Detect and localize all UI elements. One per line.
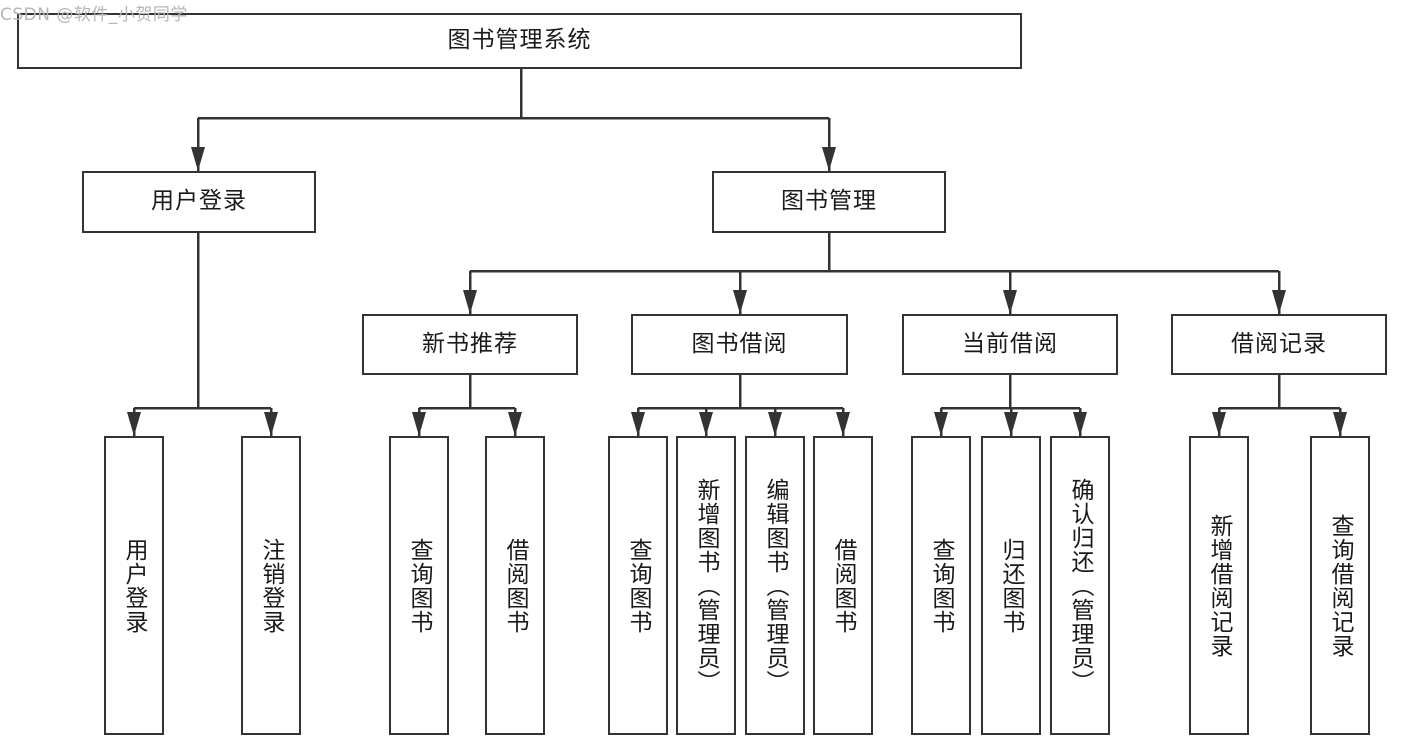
node-l2_2: 当前借阅: [902, 314, 1118, 375]
node-label: 借阅记录: [1231, 330, 1327, 357]
node-leaf_c1: 新增图书（管理员）: [676, 436, 736, 735]
csdn-watermark: CSDN @软件_小贺同学: [0, 5, 188, 25]
node-label: 查询图书: [928, 537, 955, 634]
node-l2_1: 图书借阅: [631, 314, 848, 375]
node-label: 编辑图书（管理员）: [762, 477, 789, 694]
connector-books-to-level2: [463, 233, 1286, 314]
node-leaf_a1: 注销登录: [241, 436, 301, 735]
node-leaf_d1: 归还图书: [981, 436, 1041, 735]
node-leaf_a0: 用户登录: [104, 436, 164, 735]
node-label: 新增图书（管理员）: [693, 477, 720, 694]
node-root: 图书管理系统: [17, 13, 1022, 69]
node-label: 借阅图书: [502, 537, 529, 634]
node-label: 新增借阅记录: [1206, 513, 1233, 658]
node-label: 图书管理系统: [447, 27, 592, 54]
node-leaf_d2: 确认归还（管理员）: [1050, 436, 1110, 735]
node-leaf_b1: 借阅图书: [485, 436, 545, 735]
node-label: 查询图书: [625, 537, 652, 634]
node-leaf_c2: 编辑图书（管理员）: [745, 436, 805, 735]
node-leaf_e0: 新增借阅记录: [1189, 436, 1249, 735]
node-label: 查询借阅记录: [1327, 513, 1354, 658]
node-label: 借阅图书: [830, 537, 857, 634]
node-label: 图书管理: [781, 188, 877, 215]
node-label: 用户登录: [151, 188, 247, 215]
connector-root-to-level1: [191, 69, 836, 171]
node-leaf_c0: 查询图书: [608, 436, 668, 735]
connector-newbooks-to-leaves: [412, 375, 522, 436]
connector-login-to-leaves: [127, 233, 278, 436]
node-label: 当前借阅: [962, 330, 1058, 357]
node-leaf_b0: 查询图书: [389, 436, 449, 735]
connector-borrow-to-leaves: [631, 375, 850, 436]
node-leaf_d0: 查询图书: [911, 436, 971, 735]
node-label: 新书推荐: [422, 330, 518, 357]
node-l2_3: 借阅记录: [1171, 314, 1387, 375]
node-label: 用户登录: [121, 537, 148, 634]
node-label: 图书借阅: [691, 330, 788, 357]
node-label: 查询图书: [406, 537, 433, 634]
node-l2_0: 新书推荐: [362, 314, 578, 375]
connector-current-to-leaves: [934, 375, 1087, 436]
node-label: 归还图书: [998, 537, 1025, 634]
node-l1_0: 用户登录: [82, 171, 316, 233]
node-leaf_c3: 借阅图书: [813, 436, 873, 735]
node-l1_1: 图书管理: [712, 171, 946, 233]
connector-records-to-leaves: [1212, 375, 1347, 436]
node-label: 注销登录: [258, 537, 285, 634]
node-label: 确认归还（管理员）: [1067, 477, 1094, 694]
node-leaf_e1: 查询借阅记录: [1310, 436, 1370, 735]
